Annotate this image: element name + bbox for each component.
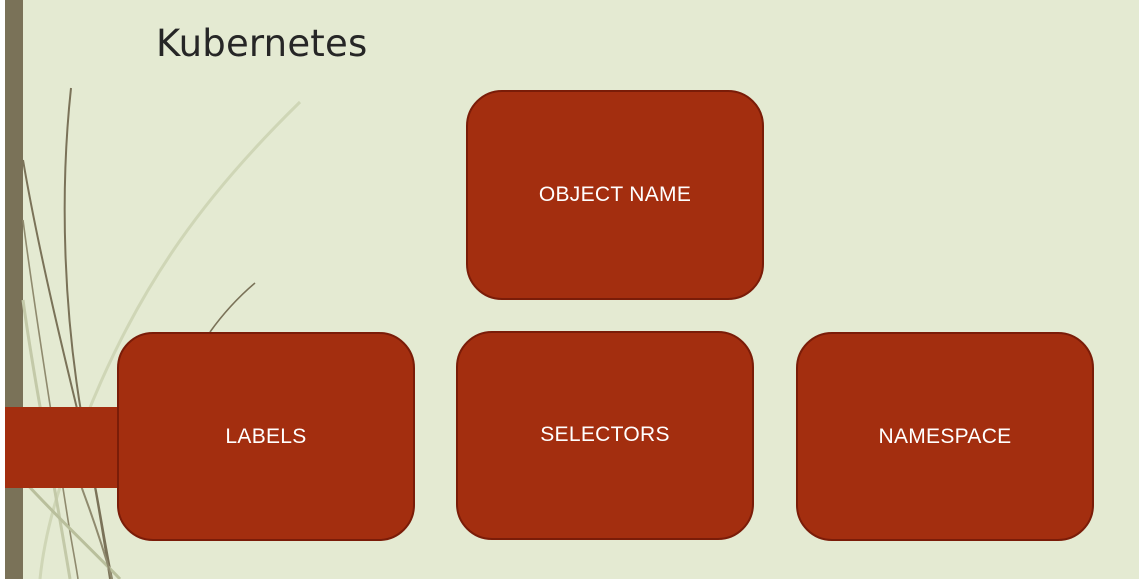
- labels-box[interactable]: LABELS: [117, 332, 415, 541]
- labels-label: LABELS: [225, 424, 307, 448]
- object-name-label: OBJECT NAME: [538, 183, 692, 206]
- slide-left-edge: [0, 0, 5, 579]
- slide-title: Kubernetes: [156, 22, 368, 65]
- selectors-box[interactable]: SELECTORS: [456, 331, 754, 540]
- object-name-box[interactable]: OBJECT NAME: [466, 90, 764, 300]
- namespace-box[interactable]: NAMESPACE: [796, 332, 1094, 541]
- namespace-label: NAMESPACE: [878, 424, 1012, 448]
- selectors-label: SELECTORS: [540, 422, 670, 446]
- accent-tab: [5, 407, 118, 488]
